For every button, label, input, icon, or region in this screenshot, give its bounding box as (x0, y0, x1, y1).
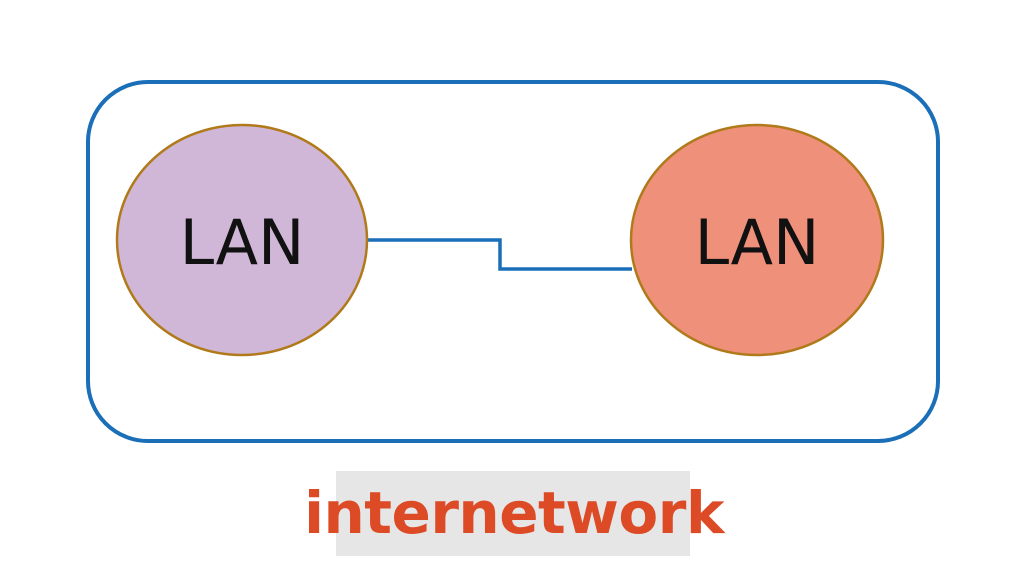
lan-node-right-label: LAN (695, 206, 820, 279)
caption-highlight (336, 471, 690, 556)
lan-node-left-label: LAN (180, 206, 305, 279)
lan-link-line (368, 238, 632, 271)
lan-node-left (115, 123, 369, 357)
internetwork-boundary (86, 80, 940, 443)
caption-internetwork: internetwork (304, 479, 724, 547)
lan-node-right (629, 123, 885, 357)
